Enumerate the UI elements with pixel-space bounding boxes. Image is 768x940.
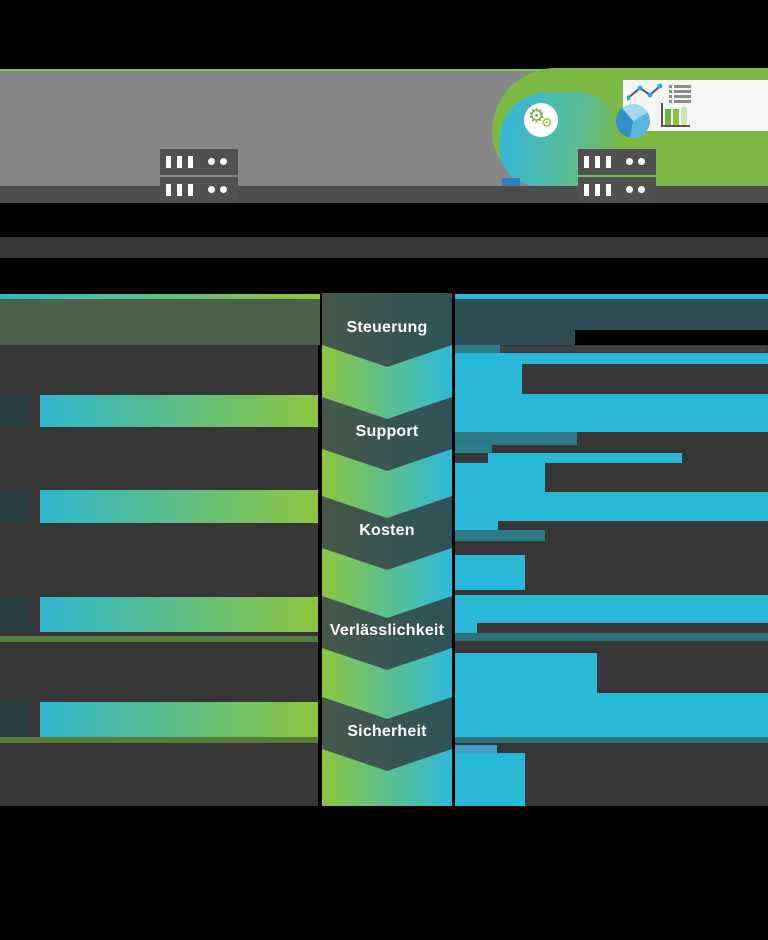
onprem-edge-chip-3 bbox=[0, 597, 30, 632]
onprem-edge-chip-2 bbox=[0, 490, 30, 523]
cloud-teal-chip-1 bbox=[455, 345, 500, 353]
onprem-server-unit-2 bbox=[160, 177, 238, 203]
cloud-heading-bar bbox=[455, 299, 768, 330]
onprem-rule-1 bbox=[0, 636, 318, 642]
server-led-bar bbox=[606, 184, 611, 196]
list-icon bbox=[669, 85, 691, 105]
server-status-dot bbox=[626, 186, 633, 193]
cloud-text-panel-2a bbox=[488, 453, 682, 463]
server-status-dot bbox=[208, 186, 215, 193]
cloud-heading-bar-tail bbox=[455, 330, 575, 345]
cloud-text-panel-3b bbox=[455, 555, 525, 590]
chevron-label: Kosten bbox=[359, 522, 415, 539]
cloud-lightblue-chip bbox=[455, 745, 497, 753]
cloud-text-panel-1a bbox=[455, 353, 768, 364]
onprem-divider-line bbox=[0, 294, 320, 299]
server-status-dot bbox=[626, 158, 633, 165]
server-status-dot bbox=[638, 186, 645, 193]
cloud-text-panel-2c bbox=[455, 492, 768, 521]
chevron-label: Sicherheit bbox=[347, 723, 427, 740]
onprem-edge-chip-4 bbox=[0, 702, 30, 737]
server-led-bar bbox=[177, 156, 182, 168]
server-status-dot bbox=[638, 158, 645, 165]
server-led-bar bbox=[606, 156, 611, 168]
cloud-teal-bar-2 bbox=[455, 530, 545, 541]
cloud-teal-rule-2 bbox=[455, 737, 768, 743]
cloud-teal-chip-2 bbox=[455, 445, 492, 453]
line-chart-icon bbox=[627, 83, 663, 101]
dashboard-card bbox=[616, 80, 768, 138]
subtitle-band bbox=[0, 237, 768, 258]
gear-icon-small: ⚙ bbox=[541, 115, 553, 130]
cloud-text-panel-2b bbox=[455, 463, 545, 492]
cloud-text-panel-5a bbox=[455, 693, 768, 737]
server-led-bar bbox=[188, 184, 193, 196]
cloud-faint-text-strip bbox=[500, 346, 766, 352]
cloud-server-unit-1 bbox=[578, 149, 656, 175]
server-led-bar bbox=[166, 184, 171, 196]
onprem-highlight-bar-1 bbox=[40, 395, 318, 427]
server-led-bar bbox=[584, 156, 589, 168]
server-led-bar bbox=[595, 156, 600, 168]
server-led-bar bbox=[595, 184, 600, 196]
cloud-server-unit-2 bbox=[578, 177, 656, 203]
cloud-text-panel-5b bbox=[455, 753, 525, 806]
onprem-highlight-bar-4 bbox=[40, 702, 318, 737]
cloud-text-panel-1c bbox=[455, 394, 768, 432]
server-status-dot bbox=[220, 158, 227, 165]
cloud-text-panel-3c bbox=[455, 595, 768, 623]
onprem-rule-2 bbox=[0, 737, 318, 743]
server-status-dot bbox=[208, 158, 215, 165]
cloud-text-panel-3a bbox=[455, 521, 498, 530]
cloud-text-panel-4a bbox=[455, 623, 477, 633]
server-led-bar bbox=[584, 184, 589, 196]
bar-2 bbox=[673, 109, 679, 125]
bar-1 bbox=[665, 109, 671, 125]
onprem-highlight-bar-2 bbox=[40, 490, 318, 523]
gear-icon: ⚙ bbox=[528, 106, 546, 127]
cloud-divider-line bbox=[455, 294, 768, 299]
bar-3 bbox=[681, 107, 687, 125]
server-led-bar bbox=[177, 184, 182, 196]
cloud-teal-bar-1 bbox=[455, 432, 577, 445]
onprem-highlight-bar-3 bbox=[40, 597, 318, 632]
cloud-text-panel-1b bbox=[455, 364, 522, 394]
server-led-bar bbox=[188, 156, 193, 168]
cloud-blue-chip bbox=[502, 178, 520, 186]
server-led-bar bbox=[166, 156, 171, 168]
pie-chart-icon bbox=[616, 104, 650, 138]
chevron-label: Support bbox=[355, 423, 419, 440]
chevron-label: Steuerung bbox=[346, 319, 428, 336]
cloud-teal-rule-1 bbox=[455, 633, 768, 641]
onprem-edge-chip-1 bbox=[0, 395, 30, 427]
cloud-text-panel-4b bbox=[455, 653, 597, 693]
chevron-label: Verlässlichkeit bbox=[329, 622, 445, 639]
onprem-server-unit-1 bbox=[160, 149, 238, 175]
onprem-heading-bar bbox=[0, 299, 320, 345]
server-status-dot bbox=[220, 186, 227, 193]
gears-badge: ⚙ ⚙ bbox=[524, 103, 558, 137]
